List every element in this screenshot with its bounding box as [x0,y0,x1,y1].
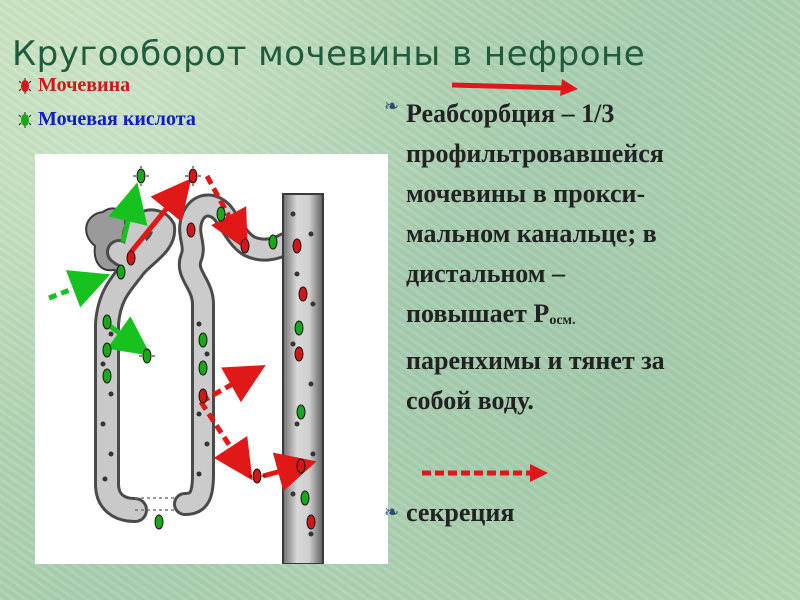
green-arrow-2 [105,316,152,356]
text-line-2: профильтровавшейся [406,139,664,168]
tubule-cell-dots [100,211,316,537]
text-line-3: мочевины в прокси- [406,179,646,208]
legend-urea-label: Мочевина [38,74,131,96]
red-dashed-arrow-2 [199,365,266,405]
red-dashed-arrow-1 [204,174,248,251]
red-arrow-1 [129,178,192,254]
secretion-arrow-legend [422,464,548,482]
particles [102,166,316,530]
urea-particle-icon [18,78,32,94]
secretion-label: секреция [406,498,515,527]
text-line-6: повышает Pосм. [406,294,776,341]
text-line-8: собой воду. [406,386,534,415]
green-arrow-1 [108,182,148,243]
nephron-tubule-drawing [48,166,324,564]
text-line-7: паренхимы и тянет за [406,346,665,375]
green-dashed-arrow [48,270,111,308]
collecting-duct [282,193,324,564]
text-line-6-main: повышает P [406,299,550,328]
legend-uric-acid-label: Мочевая кислота [38,108,196,130]
text-line-1: Реабсорбция – 1/3 [406,99,615,128]
text-line-6-subscript: осм. [549,313,576,328]
text-line-5: дистальном – [406,259,566,288]
uric-acid-particle-icon [18,112,32,128]
bullet-icon-2: ❧ [384,502,400,522]
nephron-diagram [35,154,388,564]
text-line-4: мальном канальце; в [406,219,657,248]
reabsorption-arrow-legend [451,79,578,96]
reabsorption-text: Реабсорбция – 1/3 профильтровавшейся моч… [406,94,776,421]
bullet-icon: ❧ [384,96,400,116]
slide-title: Кругооборот мочевины в нефроне [12,34,646,74]
